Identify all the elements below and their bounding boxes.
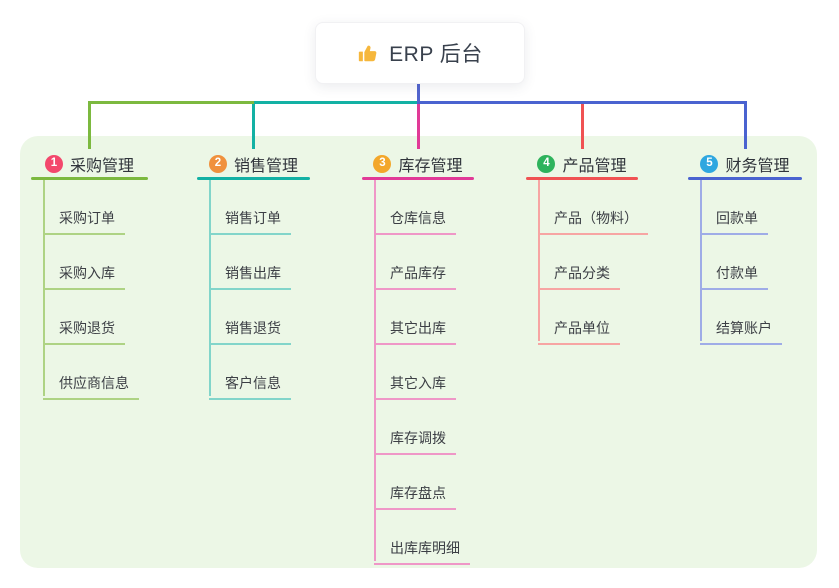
connector-line: [416, 101, 747, 104]
child-node[interactable]: 产品库存: [374, 265, 456, 290]
branch-node[interactable]: 3 库存管理: [362, 150, 474, 177]
child-node[interactable]: 采购入库: [43, 265, 125, 290]
branch-number-badge: 2: [208, 154, 227, 173]
branch: 1 采购管理 采购订单 采购入库 采购退货 供应商信息: [31, 150, 148, 400]
child-node[interactable]: 回款单: [700, 210, 768, 235]
branch-number-badge: 1: [44, 154, 63, 173]
child-row: 库存盘点: [362, 455, 474, 510]
root-node-label: ERP 后台: [389, 43, 483, 66]
child-row: 销售订单: [197, 180, 310, 235]
branch-children: 采购订单 采购入库 采购退货 供应商信息: [31, 180, 148, 400]
child-node[interactable]: 销售出库: [209, 265, 291, 290]
child-node[interactable]: 出库库明细: [374, 540, 470, 565]
branch: 5 财务管理 回款单 付款单 结算账户: [688, 150, 802, 345]
branch-node[interactable]: 4 产品管理: [526, 150, 638, 177]
branch-underline: [31, 177, 148, 180]
child-row: 产品（物料）: [526, 180, 648, 235]
child-node[interactable]: 供应商信息: [43, 375, 139, 400]
branch-label: 财务管理: [725, 157, 790, 175]
branch: 4 产品管理 产品（物料） 产品分类 产品单位: [526, 150, 648, 345]
branch-underline: [362, 177, 474, 180]
child-node[interactable]: 仓库信息: [374, 210, 456, 235]
branch-label: 销售管理: [233, 157, 298, 175]
child-row: 其它出库: [362, 290, 474, 345]
child-node[interactable]: 产品（物料）: [538, 210, 648, 235]
child-node[interactable]: 产品分类: [538, 265, 620, 290]
branch-children: 产品（物料） 产品分类 产品单位: [526, 180, 648, 345]
branch: 3 库存管理 仓库信息 产品库存 其它出库 其它入库 库存调拨 库存盘点 出库库…: [362, 150, 474, 565]
child-row: 销售出库: [197, 235, 310, 290]
child-node[interactable]: 结算账户: [700, 320, 782, 345]
child-node[interactable]: 销售订单: [209, 210, 291, 235]
branch-label: 库存管理: [398, 157, 463, 175]
connector-line: [416, 82, 420, 102]
branches-panel: [20, 136, 817, 568]
child-row: 仓库信息: [362, 180, 474, 235]
child-node[interactable]: 其它入库: [374, 375, 456, 400]
branch-children-connector: [700, 180, 702, 341]
branch-node[interactable]: 2 销售管理: [197, 150, 310, 177]
branch-node[interactable]: 5 财务管理: [688, 150, 802, 177]
child-node[interactable]: 付款单: [700, 265, 768, 290]
child-row: 出库库明细: [362, 510, 474, 565]
branch-number-badge: 3: [373, 154, 392, 173]
child-row: 产品分类: [526, 235, 638, 290]
child-node[interactable]: 销售退货: [209, 320, 291, 345]
child-node[interactable]: 产品单位: [538, 320, 620, 345]
child-row: 付款单: [688, 235, 802, 290]
connector-line: [253, 101, 420, 104]
thumbs-up-icon: [357, 42, 379, 64]
branch-underline: [526, 177, 638, 180]
child-node[interactable]: 库存盘点: [374, 485, 456, 510]
branch-underline: [197, 177, 310, 180]
branch-children: 仓库信息 产品库存 其它出库 其它入库 库存调拨 库存盘点 出库库明细: [362, 180, 474, 565]
child-node[interactable]: 采购退货: [43, 320, 125, 345]
child-row: 产品单位: [526, 290, 638, 345]
child-row: 采购入库: [31, 235, 148, 290]
child-node[interactable]: 采购订单: [43, 210, 125, 235]
branch-children-connector: [374, 180, 376, 561]
child-row: 其它入库: [362, 345, 474, 400]
child-row: 库存调拨: [362, 400, 474, 455]
branch-children-connector: [538, 180, 540, 341]
child-row: 采购订单: [31, 180, 148, 235]
child-row: 供应商信息: [31, 345, 148, 400]
branch-children: 回款单 付款单 结算账户: [688, 180, 802, 345]
child-node[interactable]: 其它出库: [374, 320, 456, 345]
branch-number-badge: 5: [700, 154, 719, 173]
branch: 2 销售管理 销售订单 销售出库 销售退货 客户信息: [197, 150, 310, 400]
root-node[interactable]: ERP 后台: [315, 22, 525, 84]
branch-number-badge: 4: [537, 154, 556, 173]
child-node[interactable]: 库存调拨: [374, 430, 456, 455]
child-row: 客户信息: [197, 345, 310, 400]
child-row: 回款单: [688, 180, 802, 235]
branch-label: 采购管理: [69, 157, 134, 175]
child-row: 销售退货: [197, 290, 310, 345]
branch-underline: [688, 177, 802, 180]
branch-label: 产品管理: [562, 157, 627, 175]
child-row: 采购退货: [31, 290, 148, 345]
branch-node[interactable]: 1 采购管理: [31, 150, 148, 177]
child-node[interactable]: 客户信息: [209, 375, 291, 400]
child-row: 结算账户: [688, 290, 802, 345]
connector-line: [89, 101, 254, 104]
branch-children: 销售订单 销售出库 销售退货 客户信息: [197, 180, 310, 400]
child-row: 产品库存: [362, 235, 474, 290]
